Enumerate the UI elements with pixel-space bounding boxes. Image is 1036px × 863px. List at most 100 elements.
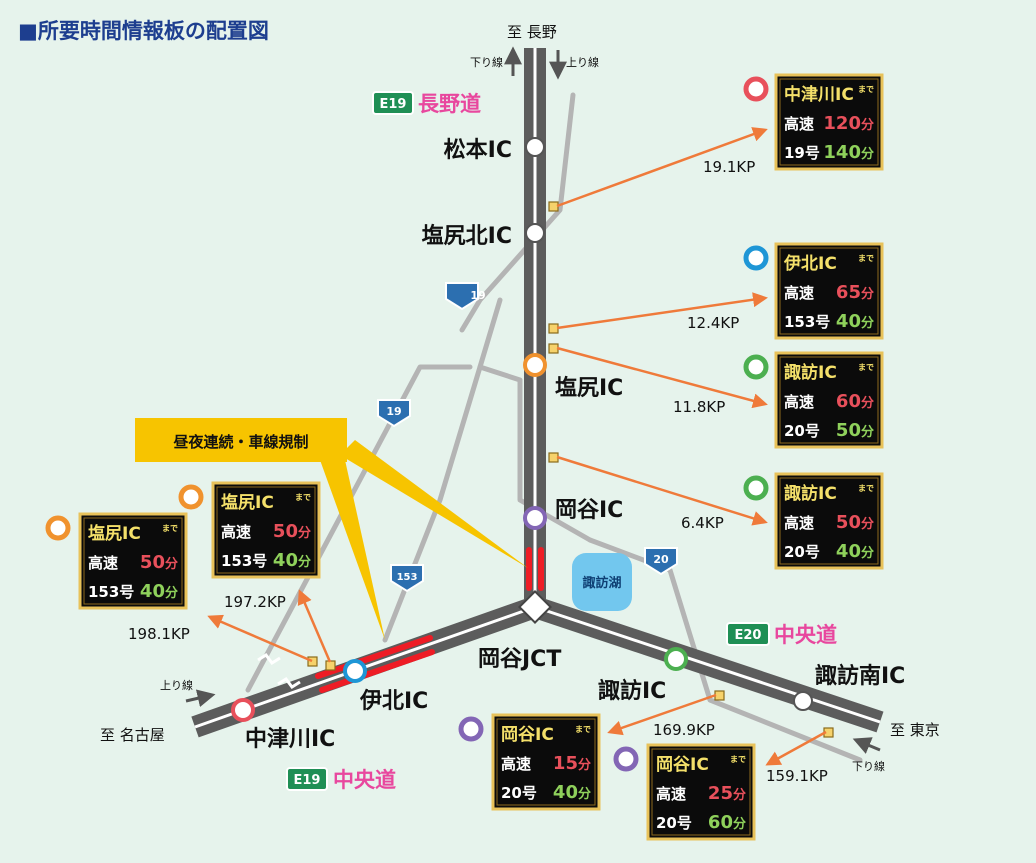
road-153 (382, 364, 483, 643)
ihoku-ic-dot (343, 659, 367, 683)
svg-text:E19: E19 (294, 773, 321, 788)
board-row-value: 65分 (836, 282, 874, 303)
board-row-label: 19号 (784, 144, 820, 162)
board-destination: 岡谷IC (501, 725, 554, 745)
svg-text:20: 20 (653, 553, 669, 566)
ic-labels: 松本IC 塩尻北IC 塩尻IC 岡谷IC 岡谷JCT 諏訪IC 諏訪南IC 伊北… (245, 138, 905, 752)
board-destination: 岡谷IC (656, 755, 709, 775)
board-row-label: 20号 (784, 422, 820, 440)
matsumoto-ic-label: 松本IC (444, 138, 512, 163)
board-marker-orange (178, 484, 204, 510)
svg-text:長野道: 長野道 (418, 92, 481, 116)
board-row-value: 40分 (273, 550, 311, 571)
board-made: まで (730, 755, 746, 764)
board-row-label: 20号 (501, 784, 537, 802)
board-made: まで (295, 493, 311, 502)
nakatsugawa-ic-label: 中津川IC (245, 726, 335, 752)
board-made: まで (162, 524, 178, 533)
board-row-value: 40分 (836, 541, 874, 562)
svg-text:中央道: 中央道 (774, 623, 837, 647)
svg-text:下り線: 下り線 (852, 759, 885, 773)
board-row-value: 15分 (553, 753, 591, 774)
svg-text:昼夜連続・車線規制: 昼夜連続・車線規制 (173, 433, 308, 451)
e19-naganodo-label: E19 長野道 (372, 91, 481, 116)
board-row-label: 153号 (88, 583, 134, 601)
suwaminami-ic-label: 諏訪南IC (815, 663, 905, 689)
svg-text:198.1KP: 198.1KP (128, 625, 190, 643)
board-row-value: 50分 (140, 552, 178, 573)
sign-locations (307, 201, 834, 738)
shiojirikita-ic-dot (525, 223, 545, 243)
ihoku-ic-label: 伊北IC (359, 688, 428, 714)
board-made: まで (858, 484, 874, 493)
svg-text:169.9KP: 169.9KP (653, 721, 715, 739)
suwa-lake: 諏訪湖 (572, 553, 632, 611)
board-row-value: 25分 (708, 783, 746, 804)
svg-text:至 長野: 至 長野 (507, 23, 557, 41)
svg-text:上り線: 上り線 (160, 678, 193, 692)
okaya-jct-marker (518, 590, 552, 624)
board-row-label: 高速 (784, 514, 814, 532)
svg-text:至 名古屋: 至 名古屋 (100, 726, 165, 744)
road-19-lower (245, 364, 473, 693)
board-marker-red (743, 76, 769, 102)
board-row-label: 高速 (656, 785, 686, 803)
board-row-value: 120分 (823, 113, 874, 134)
matsumoto-ic-dot (525, 137, 545, 157)
board-marker-green (743, 354, 769, 380)
board-made: まで (858, 85, 874, 94)
road-19-upper (459, 92, 576, 333)
board-destination: 伊北IC (783, 253, 837, 274)
road-break-marks (257, 652, 301, 690)
road-20 (587, 537, 863, 763)
route-19-shield-a: 19 (445, 282, 486, 311)
svg-text:197.2KP: 197.2KP (224, 593, 286, 611)
kp-labels: 19.1KP 12.4KP 11.8KP 6.4KP 197.2KP 198.1… (128, 158, 828, 785)
board-destination: 塩尻IC (88, 523, 141, 544)
okaya-ic-dot (523, 506, 547, 530)
svg-text:諏訪湖: 諏訪湖 (582, 575, 621, 591)
board-row-label: 153号 (784, 313, 830, 331)
suwa-ic-dot (664, 647, 688, 671)
svg-text:至 東京: 至 東京 (890, 721, 940, 739)
svg-text:下り線: 下り線 (470, 55, 503, 69)
board-row-value: 60分 (708, 812, 746, 833)
board-marker-orange (45, 515, 71, 541)
direction-arrows (185, 46, 881, 754)
svg-text:上り線: 上り線 (566, 55, 599, 69)
regulation-segments (315, 547, 544, 693)
svg-text:E20: E20 (735, 628, 762, 643)
suwa-ic-label: 諏訪IC (598, 678, 666, 704)
board-destination: 諏訪IC (784, 483, 837, 504)
regulation-callout: 昼夜連続・車線規制 (135, 418, 528, 640)
okaya-jct-label: 岡谷JCT (478, 647, 561, 672)
okaya-ic-label: 岡谷IC (555, 498, 623, 523)
board-row-label: 153号 (221, 552, 267, 570)
svg-text:159.1KP: 159.1KP (766, 767, 828, 785)
svg-text:中央道: 中央道 (333, 768, 396, 792)
board-made: まで (858, 254, 874, 263)
nakatsugawa-ic-dot (231, 698, 255, 722)
board-row-label: 高速 (88, 554, 118, 572)
svg-text:19.1KP: 19.1KP (703, 158, 755, 176)
board-row-value: 140分 (823, 142, 874, 163)
ic-circles (231, 137, 813, 722)
board-destination: 諏訪IC (784, 362, 837, 383)
board-row-value: 40分 (836, 311, 874, 332)
board-made: まで (575, 725, 591, 734)
svg-text:6.4KP: 6.4KP (681, 514, 724, 532)
board-row-value: 60分 (836, 391, 874, 412)
svg-text:153: 153 (397, 572, 418, 583)
shiojirikita-ic-label: 塩尻北IC (422, 223, 512, 249)
board-row-label: 高速 (501, 755, 531, 773)
board-row-label: 高速 (784, 115, 814, 133)
board-row-label: 20号 (784, 543, 820, 561)
board-row-label: 高速 (784, 393, 814, 411)
svg-text:12.4KP: 12.4KP (687, 314, 739, 332)
board-destination: 塩尻IC (221, 492, 274, 513)
